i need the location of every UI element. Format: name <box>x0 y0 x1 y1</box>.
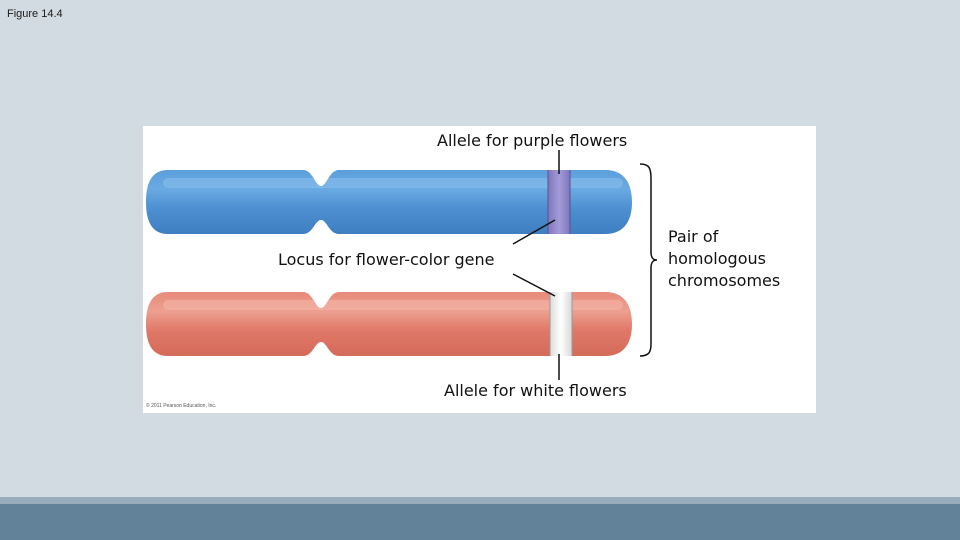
copyright-notice: © 2011 Pearson Education, Inc. <box>146 402 216 409</box>
pair-label-line1: Pair of <box>668 227 719 246</box>
locus-leader-bottom <box>512 273 556 297</box>
white-allele-band <box>550 292 572 356</box>
locus-leader-top <box>512 219 556 245</box>
white-allele-label: Allele for white flowers <box>444 381 627 400</box>
footer-accent <box>0 497 960 504</box>
chromosome-diagram: Allele for purple flowers Locus for flow… <box>146 131 780 409</box>
locus-label: Locus for flower-color gene <box>278 250 494 269</box>
footer-bar <box>0 504 960 540</box>
purple-allele-band <box>548 170 570 234</box>
diagram-panel: Allele for purple flowers Locus for flow… <box>143 126 816 413</box>
purple-allele-label: Allele for purple flowers <box>437 131 627 150</box>
figure-label: Figure 14.4 <box>7 8 63 20</box>
chromosome-red <box>146 292 632 356</box>
chromosome-blue <box>146 170 632 234</box>
pair-label-line3: chromosomes <box>668 271 780 290</box>
pair-brace <box>639 163 658 357</box>
pair-label-line2: homologous <box>668 249 766 268</box>
